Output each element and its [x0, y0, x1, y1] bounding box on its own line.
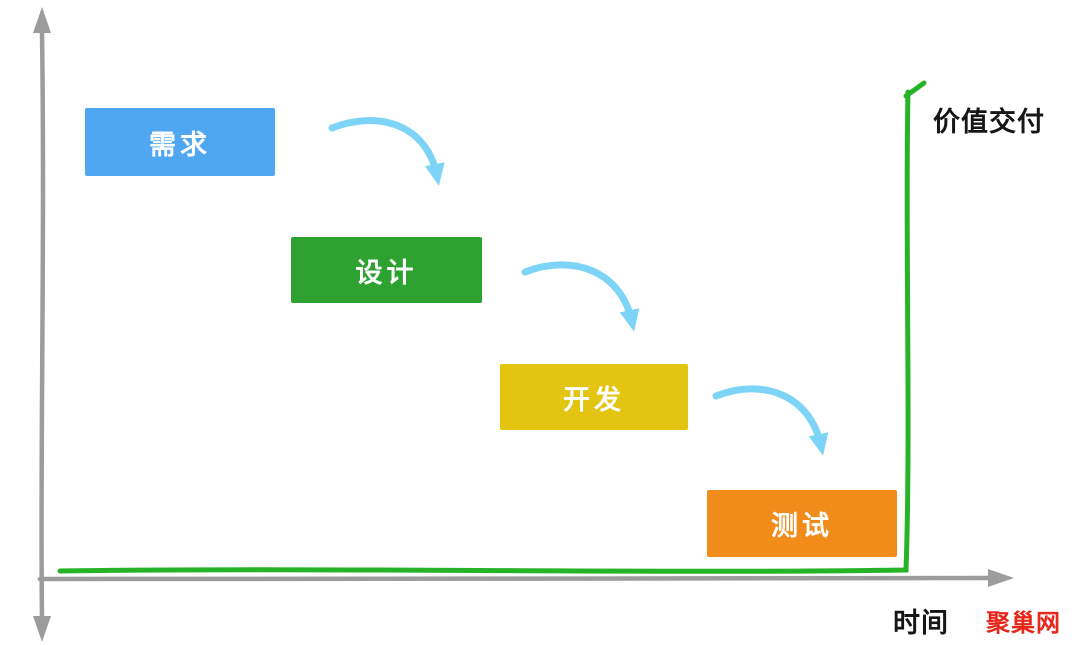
stage-development: 开发 [500, 364, 688, 430]
stage-requirements: 需求 [85, 108, 275, 176]
value-delivery-line [57, 89, 911, 574]
flow-arrow-development-to-testing [712, 385, 829, 456]
stage-testing: 测试 [707, 490, 897, 557]
x-axis-arrowhead-icon [988, 569, 1014, 587]
y-axis-arrowhead-top-icon [33, 7, 51, 33]
value-delivery-line-cap [903, 80, 927, 99]
flow-arrow-design-to-development [521, 261, 640, 332]
watermark: 聚巢网 [986, 609, 1061, 637]
flow-arrow-requirements-to-design [328, 117, 445, 186]
x-axis-line [37, 575, 993, 582]
value-delivery-label: 价值交付 [933, 107, 1045, 138]
y-axis-arrowhead-bottom-icon [33, 616, 51, 642]
time-axis-label: 时间 [893, 608, 949, 639]
y-axis-line [39, 29, 46, 623]
stage-design: 设计 [291, 237, 482, 303]
